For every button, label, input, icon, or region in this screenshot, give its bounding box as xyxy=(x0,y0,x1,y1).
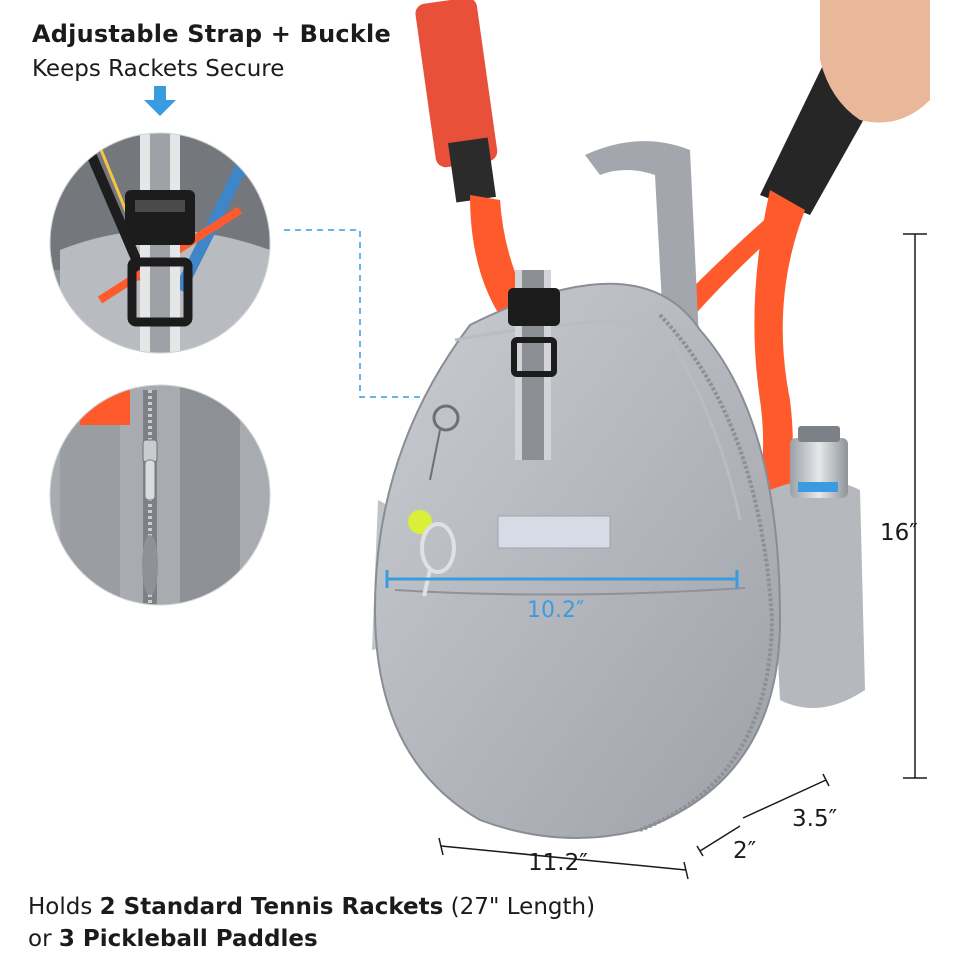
callout-leader-line xyxy=(284,229,505,398)
depth-indicator xyxy=(696,773,830,857)
water-bottle xyxy=(790,426,848,498)
hand xyxy=(820,0,930,123)
base-width-label: 11.2″ xyxy=(528,850,588,876)
inside-width-indicator xyxy=(385,570,739,588)
zipper-detail-circle xyxy=(50,385,270,605)
front-pocket-zip xyxy=(394,587,746,596)
buckle-detail-circle xyxy=(50,133,270,353)
side-pocket xyxy=(770,480,865,708)
bag-body xyxy=(373,282,782,839)
pocket-depth-label: 3.5″ xyxy=(792,806,838,832)
base-width-indicator xyxy=(438,837,689,880)
reflective-label xyxy=(497,515,611,549)
feature-headline: Adjustable Strap + Buckle xyxy=(32,20,391,48)
zipper-pull-icon xyxy=(142,439,158,595)
down-arrow-icon xyxy=(144,86,176,116)
keyring-charm-icon xyxy=(408,404,460,597)
capacity-line-1: Holds 2 Standard Tennis Rackets (27" Len… xyxy=(28,894,596,920)
inside-width-label: 10.2″ xyxy=(527,598,585,623)
capacity-line-2: or 3 Pickleball Paddles xyxy=(28,926,318,952)
body-depth-label: 2″ xyxy=(733,838,757,864)
height-indicator xyxy=(903,233,927,779)
bag-buckle-strap xyxy=(508,270,560,460)
buckle-icon xyxy=(125,190,195,327)
height-label: 16″ xyxy=(880,520,918,546)
feature-subline: Keeps Rackets Secure xyxy=(32,56,285,82)
